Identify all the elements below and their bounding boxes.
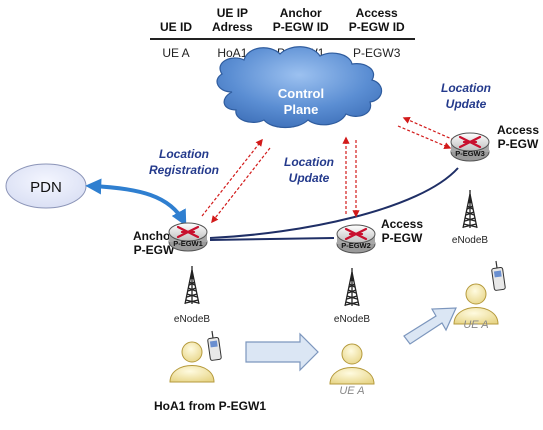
enodeb-label: eNodeB [334,314,370,325]
tower-icon [462,190,478,229]
enodeb-label: eNodeB [452,235,488,246]
move-arrow-right [245,332,319,372]
router-label: P-EGW2 [341,241,371,250]
router-egw3: P-EGW3 [450,132,490,162]
router-arrows-icon [344,227,368,241]
user-1 [169,330,222,383]
location-registration-line1: Location [159,147,209,161]
router-label: P-EGW3 [455,149,485,158]
routers: P-EGW1 P-EGW2 P-EGW3 [168,132,490,254]
access2-title-line2: P-EGW [382,231,423,245]
phone-icon [491,260,506,291]
router-egw2: P-EGW2 [336,224,376,254]
cell-access-id: P-EGW3 [353,46,401,60]
router-arrows-icon [458,135,482,149]
access2-title-line1: Access [381,217,423,231]
update-arrow-top-left [402,117,455,141]
ue-label: UE A [339,385,364,397]
person-icon [169,341,215,383]
location-registration-line2: Registration [149,163,219,177]
pdn-anchor-arrow [85,178,187,227]
person-icon [329,343,375,385]
person-icon [453,283,499,325]
phone-icon [207,330,222,361]
enodeb-tower-2: eNodeB [334,268,370,325]
user-2: UE A [329,343,375,397]
router-titles: Anchor P-EGW Access P-EGW Access P-EGW [133,123,539,257]
link-egw1-egw2 [209,237,335,241]
enodeb-label: eNodeB [174,314,210,325]
cell-ue-ip: HoA1 [217,46,248,60]
ue-label: UE A [463,319,488,331]
registration-arrow-up [201,138,263,217]
signaling-arrows [201,117,455,224]
router-egw1: P-EGW1 [168,222,208,252]
pdn-node: PDN [5,163,87,209]
enodeb-tower-1: eNodeB [174,266,210,325]
cell-ue-id: UE A [162,46,190,60]
access3-title-line2: P-EGW [498,137,539,151]
tower-icon [344,268,360,307]
bottom-caption: HoA1 from P-EGW1 [154,399,266,413]
base-stations: eNodeB eNodeB eNodeB [174,190,488,325]
anchor-title-line1: Anchor [133,229,175,243]
location-update-mid-line1: Location [284,155,334,169]
movement-arrows [245,307,457,372]
anchor-title-line2: P-EGW [134,243,175,257]
registration-arrow-down [211,147,271,224]
header-ue-id: UE ID [160,20,193,34]
enodeb-tower-3: eNodeB [452,190,488,246]
router-arrows-icon [176,225,200,239]
location-update-mid-line2: Update [289,171,330,185]
move-arrow-up-right [403,307,457,345]
location-update-top-line1: Location [441,81,491,95]
access3-title-line1: Access [497,123,539,137]
router-label: P-EGW1 [173,239,203,248]
control-plane-cloud: Control Plane [216,46,383,129]
pdn-label: PDN [30,179,62,196]
annotations: Location Registration Location Update Lo… [149,81,491,185]
user-3: UE A [453,260,506,331]
update-arrow-top-right [397,125,452,150]
users: UE A UE A [169,260,506,397]
cloud-label-line1: Control [278,86,324,101]
tower-icon [184,266,200,305]
cloud-label-line2: Plane [284,102,319,117]
location-update-top-line2: Update [446,97,487,111]
